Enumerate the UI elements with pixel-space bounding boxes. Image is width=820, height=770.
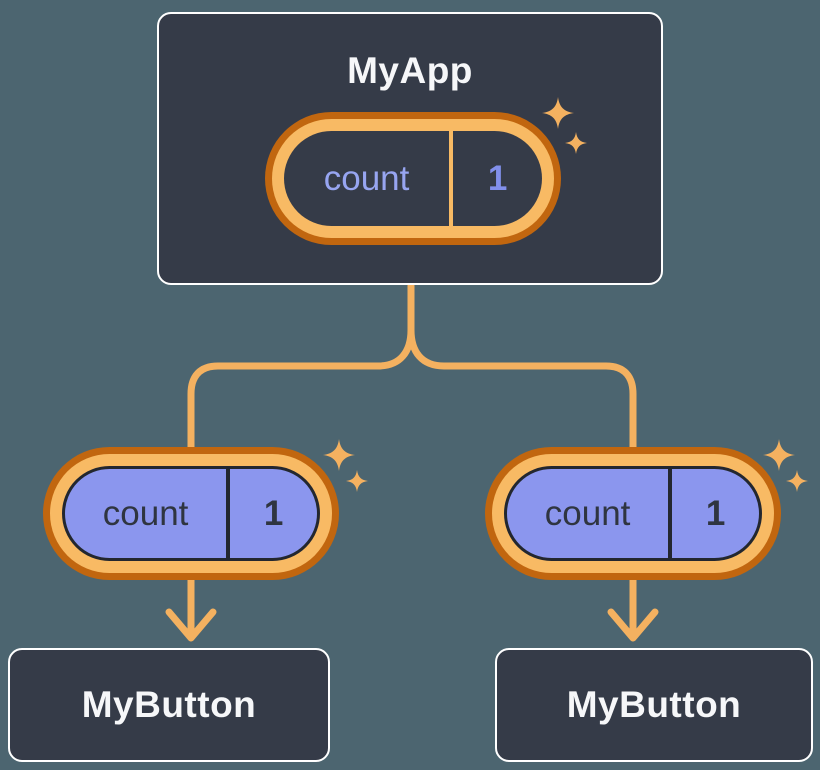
child-right-state-divider xyxy=(668,469,673,558)
child-left-state-value: 1 xyxy=(263,493,284,533)
root-state-pill: count 1 xyxy=(265,112,561,245)
child-left-component-title: MyButton xyxy=(81,684,257,725)
root-state-value: 1 xyxy=(487,158,508,198)
child-right-state-pill-core: count 1 xyxy=(504,466,762,561)
child-left-state-pill: count 1 xyxy=(43,447,339,580)
root-state-pill-core: count 1 xyxy=(284,131,542,226)
root-state-divider xyxy=(449,131,454,226)
root-state-name: count xyxy=(323,158,410,198)
sparkle-icon xyxy=(542,97,587,154)
arrowhead-left-icon xyxy=(165,608,217,642)
child-right-state-pill: count 1 xyxy=(485,447,781,580)
child-right-state-pill-ring: count 1 xyxy=(492,454,774,573)
sparkle-icon xyxy=(763,439,808,492)
sparkle-icon xyxy=(323,439,368,492)
child-left-state-name: count xyxy=(102,493,189,533)
connector-right-branch xyxy=(407,282,637,636)
child-right-state-value: 1 xyxy=(705,493,726,533)
child-right-state-name: count xyxy=(544,493,631,533)
child-left-state-divider xyxy=(226,469,231,558)
root-state-pill-ring: count 1 xyxy=(272,119,554,238)
child-left-state-pill-ring: count 1 xyxy=(50,454,332,573)
child-left-state-pill-core: count 1 xyxy=(62,466,320,561)
child-left-component-box: MyButton xyxy=(8,648,330,762)
arrowhead-right-icon xyxy=(607,608,659,642)
child-right-component-box: MyButton xyxy=(495,648,813,762)
child-right-component-title: MyButton xyxy=(566,684,742,725)
root-component-title: MyApp xyxy=(347,50,473,91)
